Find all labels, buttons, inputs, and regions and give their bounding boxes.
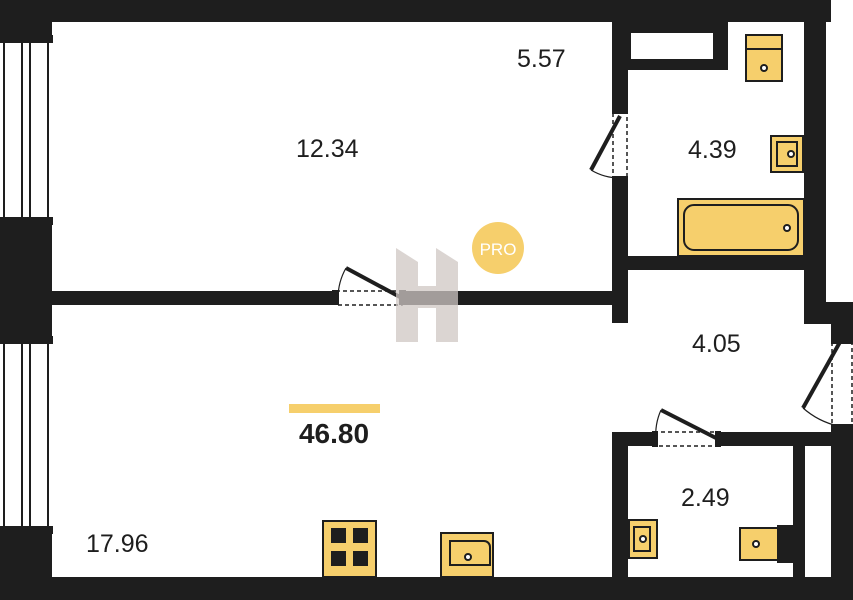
wall-bath-left-bottom xyxy=(612,178,628,323)
door-toilet xyxy=(652,408,721,447)
toilet-bath xyxy=(745,34,783,82)
door-entrance xyxy=(801,336,853,432)
total-area-label: 46.80 xyxy=(299,418,369,449)
door-room-upper xyxy=(332,266,406,306)
stove xyxy=(322,520,377,578)
toilet-toilet-room xyxy=(739,525,793,563)
wall-left-pier-top xyxy=(0,0,52,38)
wall-right-lower-a xyxy=(831,302,853,340)
stove-icon xyxy=(322,520,377,578)
door-swing-icon xyxy=(345,266,401,299)
door-swing-icon xyxy=(589,115,622,171)
wall-bottom xyxy=(28,577,853,600)
area-label-living-kitchen: 17.96 xyxy=(86,530,149,558)
window-icon xyxy=(3,339,49,531)
area-label-toilet: 2.49 xyxy=(681,484,730,512)
area-label-room-upper: 12.34 xyxy=(296,135,359,163)
window-icon xyxy=(3,37,49,223)
wall-partition-left xyxy=(52,291,334,305)
window-lower xyxy=(0,336,53,534)
sink-toilet-room xyxy=(628,519,658,559)
wall-bath-bottom xyxy=(612,256,806,270)
door-swing-icon xyxy=(801,341,842,409)
wall-left-pier-mid xyxy=(0,222,52,340)
sink-bath xyxy=(770,135,804,173)
area-label-bathroom: 4.39 xyxy=(688,136,737,164)
area-label-hall: 4.05 xyxy=(692,330,741,358)
door-bathroom xyxy=(589,108,628,182)
wall-top xyxy=(28,0,831,22)
pro-badge-text: PRO xyxy=(480,240,517,259)
window-upper xyxy=(0,35,53,225)
wall-right-lower-b xyxy=(831,428,853,600)
wall-right-upper xyxy=(804,0,826,305)
area-label-corridor-top: 5.57 xyxy=(517,45,566,73)
pro-badge: PRO xyxy=(472,222,524,274)
wall-niche-side xyxy=(714,22,728,70)
wall-toilet-top-right xyxy=(718,432,838,446)
wall-toilet-inner xyxy=(793,432,805,582)
wall-toilet-left xyxy=(612,432,628,582)
door-swing-icon xyxy=(660,408,717,440)
bathtub xyxy=(677,198,805,257)
sink-kitchen xyxy=(440,532,494,578)
niche-cutout xyxy=(629,31,715,61)
watermark-logo xyxy=(396,248,458,342)
total-accent-bar xyxy=(289,404,380,413)
